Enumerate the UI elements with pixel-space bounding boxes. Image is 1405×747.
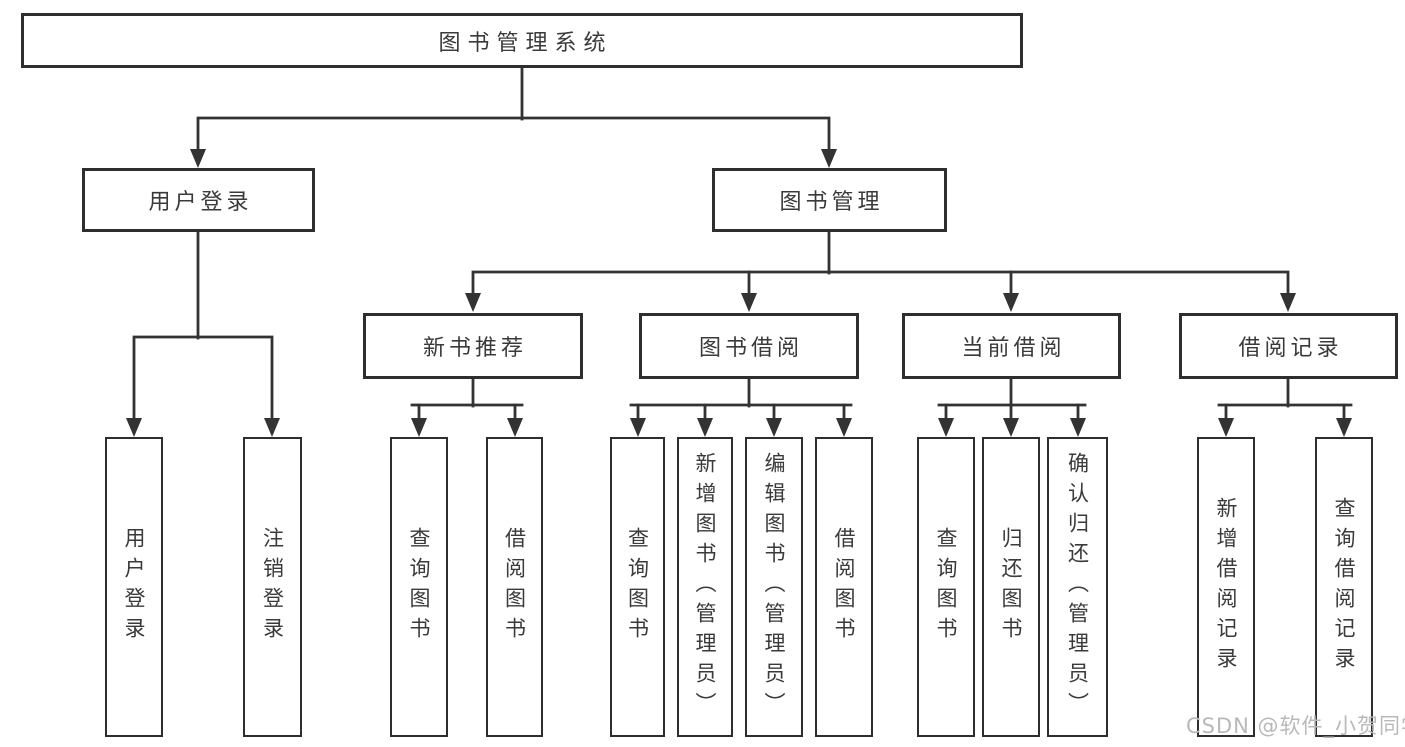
node-new-book-recommend-label: 新书推荐 bbox=[422, 336, 527, 361]
leaf-return-books: 归还图书 bbox=[982, 437, 1040, 737]
node-library-system-label: 图书管理系统 bbox=[438, 30, 613, 56]
leaf-query-books-borrowing-label: 查询图书 bbox=[625, 527, 650, 647]
node-new-book-recommend: 新书推荐 bbox=[363, 313, 583, 379]
leaf-borrow-books-borrowing-label: 借阅图书 bbox=[832, 527, 856, 647]
leaf-logout-login: 注销登录 bbox=[243, 437, 302, 737]
node-current-borrowing-label: 当前借阅 bbox=[961, 336, 1066, 361]
node-book-management-label: 图书管理 bbox=[779, 190, 884, 215]
leaf-return-books-label: 归还图书 bbox=[999, 527, 1023, 647]
leaf-query-borrow-record: 查询借阅记录 bbox=[1315, 437, 1373, 737]
arrowhead-icons bbox=[126, 149, 1352, 437]
node-current-borrowing: 当前借阅 bbox=[902, 313, 1121, 379]
leaf-add-borrow-record: 新增借阅记录 bbox=[1197, 437, 1255, 737]
node-user-login-label: 用户登录 bbox=[148, 190, 253, 215]
leaf-query-books-current: 查询图书 bbox=[917, 437, 975, 737]
leaf-query-books-borrowing: 查询图书 bbox=[610, 437, 665, 737]
leaf-add-books-admin-label: 新增图书（管理员） bbox=[693, 452, 717, 722]
node-book-borrowing-label: 图书借阅 bbox=[698, 336, 803, 361]
leaf-query-books-recommend: 查询图书 bbox=[390, 437, 448, 737]
leaf-user-login-label: 用户登录 bbox=[122, 527, 146, 647]
node-user-login: 用户登录 bbox=[82, 168, 315, 232]
leaf-query-borrow-record-label: 查询借阅记录 bbox=[1332, 497, 1356, 677]
node-book-borrowing: 图书借阅 bbox=[639, 313, 859, 379]
leaf-borrow-books-borrowing: 借阅图书 bbox=[815, 437, 873, 737]
leaf-edit-books-admin-label: 编辑图书（管理员） bbox=[762, 452, 786, 722]
node-borrowing-records-label: 借阅记录 bbox=[1238, 336, 1343, 361]
leaf-borrow-books-recommend-label: 借阅图书 bbox=[502, 527, 527, 647]
node-book-management: 图书管理 bbox=[712, 168, 947, 232]
leaf-confirm-return-admin: 确认归还（管理员） bbox=[1047, 437, 1108, 737]
leaf-query-books-recommend-label: 查询图书 bbox=[407, 527, 431, 647]
leaf-add-books-admin: 新增图书（管理员） bbox=[677, 437, 733, 737]
leaf-user-login: 用户登录 bbox=[105, 437, 163, 737]
watermark: CSDN @软件_小贺同学 bbox=[1186, 714, 1405, 738]
leaf-confirm-return-admin-label: 确认归还（管理员） bbox=[1065, 452, 1090, 722]
leaf-add-borrow-record-label: 新增借阅记录 bbox=[1214, 497, 1238, 677]
leaf-query-books-current-label: 查询图书 bbox=[934, 527, 958, 647]
leaf-borrow-books-recommend: 借阅图书 bbox=[486, 437, 543, 737]
node-library-system: 图书管理系统 bbox=[21, 13, 1023, 68]
leaf-edit-books-admin: 编辑图书（管理员） bbox=[745, 437, 803, 737]
leaf-logout-login-label: 注销登录 bbox=[260, 527, 285, 647]
node-borrowing-records: 借阅记录 bbox=[1179, 313, 1398, 379]
